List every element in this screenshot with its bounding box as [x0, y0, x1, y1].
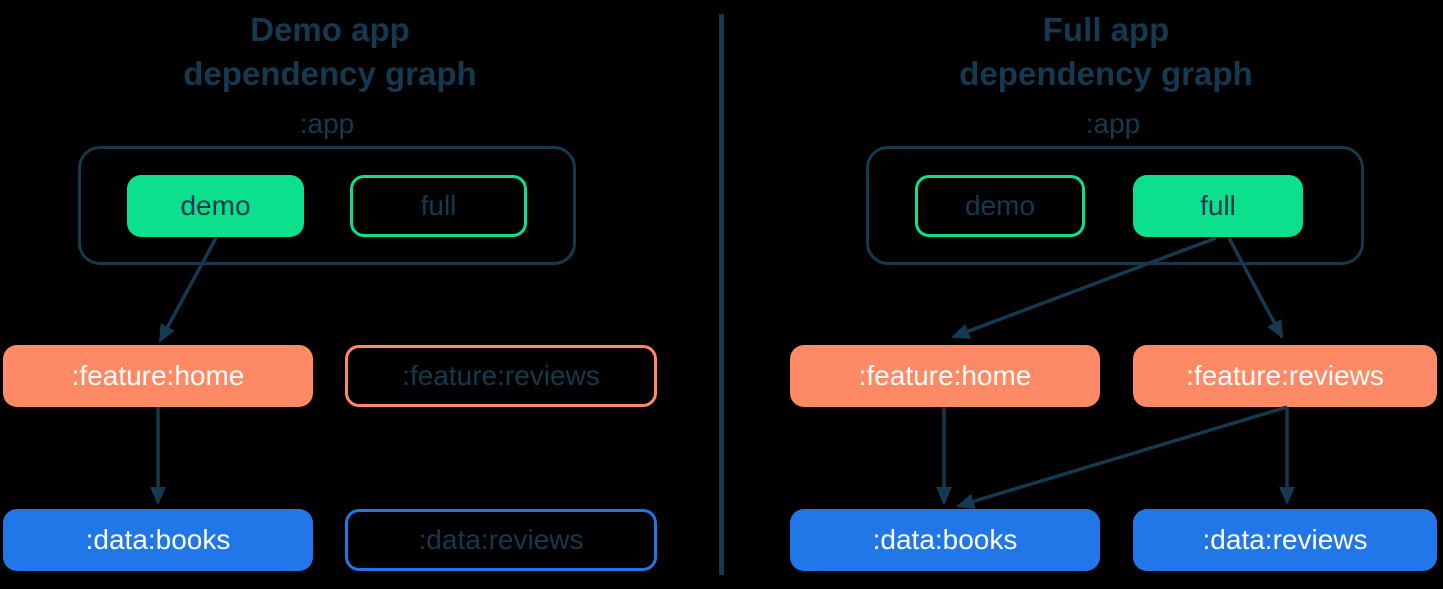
demo-data-reviews-node: :data:reviews: [345, 509, 657, 571]
demo-panel-title-line2: dependency graph: [183, 55, 477, 92]
demo-app-module-label: :app: [299, 108, 355, 139]
full-data-books-node: :data:books: [790, 509, 1100, 571]
demo-variant-demo-node: demo: [127, 175, 304, 237]
demo-feature-reviews-node: :feature:reviews: [345, 345, 657, 407]
full-panel-title: Full app dependency graph: [856, 8, 1356, 96]
panel-divider: [719, 14, 724, 575]
edge-full-feature-reviews-to-data-books: [956, 405, 1288, 510]
demo-data-books-node: :data:books: [3, 509, 313, 571]
demo-panel-title: Demo app dependency graph: [80, 8, 580, 96]
full-variant-full-node: full: [1133, 175, 1303, 237]
full-feature-home-node: :feature:home: [790, 345, 1100, 407]
full-panel-title-line2: dependency graph: [959, 55, 1253, 92]
full-feature-reviews-node: :feature:reviews: [1133, 345, 1437, 407]
full-panel-title-line1: Full app: [1042, 11, 1170, 48]
full-app-module-label: :app: [1085, 108, 1141, 139]
demo-panel-title-line1: Demo app: [250, 11, 410, 48]
demo-app-module-container: [78, 146, 576, 265]
demo-variant-full-node: full: [350, 175, 527, 237]
full-data-reviews-node: :data:reviews: [1133, 509, 1437, 571]
full-variant-demo-node: demo: [915, 175, 1085, 237]
demo-feature-home-node: :feature:home: [3, 345, 313, 407]
